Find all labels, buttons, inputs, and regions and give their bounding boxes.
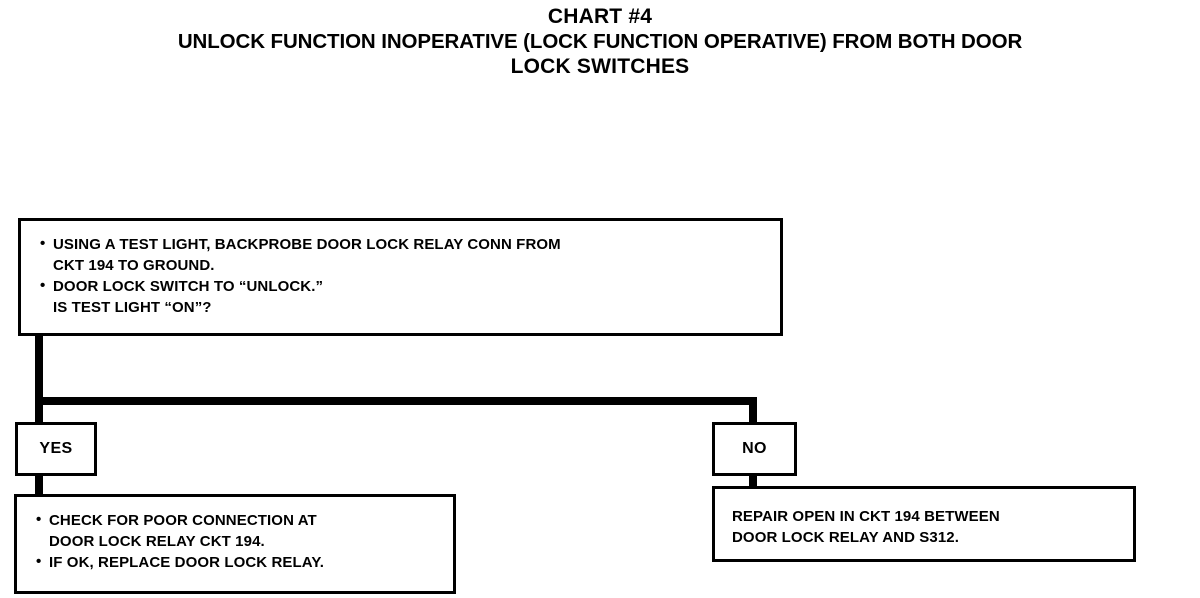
chart-title-line-1: CHART #4: [547, 5, 653, 28]
yes-result-bullet-1-line-2: DOOR LOCK RELAY CKT 194.: [49, 533, 265, 550]
yes-result-bullet-list: CHECK FOR POOR CONNECTION AT DOOR LOCK R…: [36, 509, 453, 573]
no-label-text: NO: [742, 440, 767, 457]
connector-branch-bus: [35, 397, 757, 405]
yes-label-box: YES: [15, 422, 97, 476]
question-bullet-2-line-1: DOOR LOCK SWITCH TO “UNLOCK.”: [53, 278, 324, 295]
no-label-box: NO: [712, 422, 797, 476]
connector-yes-label-to-result: [35, 473, 43, 497]
connector-question-stem: [35, 334, 43, 404]
yes-result-bullet-1-line-1: CHECK FOR POOR CONNECTION AT: [49, 512, 317, 529]
yes-result-box: CHECK FOR POOR CONNECTION AT DOOR LOCK R…: [14, 494, 456, 594]
question-box: USING A TEST LIGHT, BACKPROBE DOOR LOCK …: [18, 218, 783, 336]
yes-result-content: CHECK FOR POOR CONNECTION AT DOOR LOCK R…: [17, 497, 453, 573]
chart-title-line-3: LOCK SWITCHES: [510, 55, 690, 78]
connector-no-label-to-result: [749, 473, 757, 491]
no-result-content: REPAIR OPEN IN CKT 194 BETWEEN DOOR LOCK…: [715, 489, 1133, 548]
connector-to-yes-label: [35, 397, 43, 425]
question-box-content: USING A TEST LIGHT, BACKPROBE DOOR LOCK …: [21, 221, 780, 318]
chart-title: CHART #4 UNLOCK FUNCTION INOPERATIVE (LO…: [0, 4, 1200, 79]
no-result-line-2: DOOR LOCK RELAY AND S312.: [732, 529, 959, 546]
yes-label-text: YES: [39, 440, 73, 457]
yes-result-bullet-2: IF OK, REPLACE DOOR LOCK RELAY.: [36, 551, 453, 573]
question-bullet-2-line-2: IS TEST LIGHT “ON”?: [53, 299, 212, 316]
question-bullet-1-line-1: USING A TEST LIGHT, BACKPROBE DOOR LOCK …: [53, 236, 561, 253]
question-bullet-1-line-2: CKT 194 TO GROUND.: [53, 257, 215, 274]
no-result-box: REPAIR OPEN IN CKT 194 BETWEEN DOOR LOCK…: [712, 486, 1136, 562]
chart-title-line-2: UNLOCK FUNCTION INOPERATIVE (LOCK FUNCTI…: [177, 30, 1023, 53]
question-bullet-list: USING A TEST LIGHT, BACKPROBE DOOR LOCK …: [40, 233, 780, 318]
yes-result-bullet-2-line-1: IF OK, REPLACE DOOR LOCK RELAY.: [49, 554, 325, 571]
no-result-line-1: REPAIR OPEN IN CKT 194 BETWEEN: [732, 508, 1000, 525]
question-bullet-1: USING A TEST LIGHT, BACKPROBE DOOR LOCK …: [40, 233, 780, 276]
question-bullet-2: DOOR LOCK SWITCH TO “UNLOCK.” IS TEST LI…: [40, 275, 780, 318]
yes-result-bullet-1: CHECK FOR POOR CONNECTION AT DOOR LOCK R…: [36, 509, 453, 552]
connector-to-no-label: [749, 397, 757, 425]
